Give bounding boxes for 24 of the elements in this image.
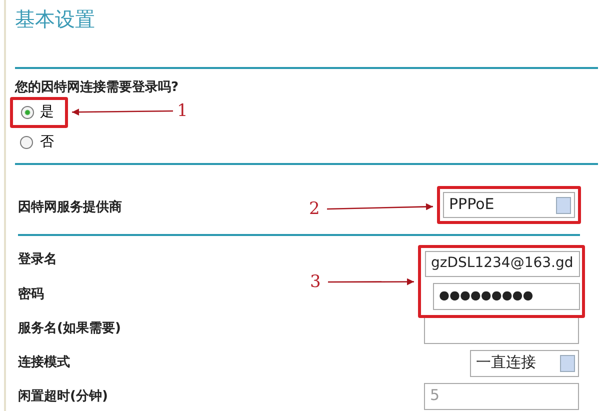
field-label: 连接模式 [18, 355, 70, 371]
arrow [72, 108, 173, 116]
page-title: 基本设置 [15, 6, 95, 32]
callout-number: 1 [177, 101, 188, 121]
field-label: 服务名(如果需要) [18, 321, 121, 337]
question-label: 您的因特网连接需要登录吗? [15, 80, 179, 96]
password-field: ●●●●●●●●● [433, 283, 580, 310]
callout-number: 3 [310, 272, 321, 292]
field-label: 闲置超时(分钟) [18, 389, 108, 405]
option-label: 否 [40, 133, 54, 151]
field-label: 密码 [18, 287, 44, 303]
input-field: 5 [424, 383, 579, 410]
callout-number: 2 [309, 199, 320, 219]
input-field: gzDSL1234@163.gd [425, 251, 580, 277]
arrow [328, 278, 414, 286]
highlight-box [418, 245, 585, 318]
field-label: 登录名 [18, 252, 57, 268]
dropdown-field: 一直连接 [470, 350, 579, 377]
highlight-box [10, 97, 68, 128]
dropdown-field: PPPoE [443, 192, 575, 218]
field-label: 因特网服务提供商 [18, 200, 122, 216]
option-label: 是 [40, 103, 54, 121]
highlight-box [437, 186, 581, 224]
arrow [326, 203, 434, 210]
